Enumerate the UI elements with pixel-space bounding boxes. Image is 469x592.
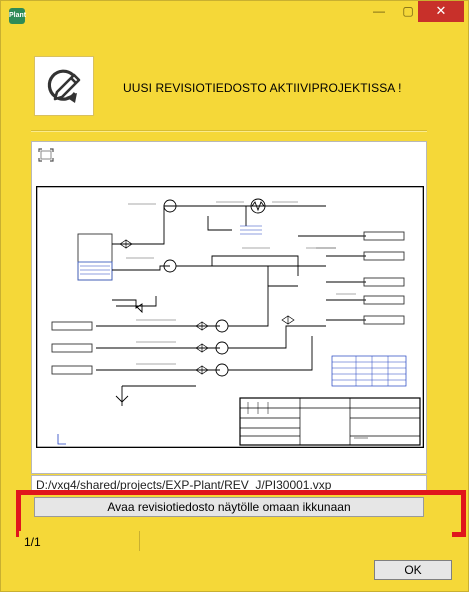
fit-to-window-icon[interactable] <box>38 148 54 162</box>
maximize-button[interactable]: ▢ <box>402 4 414 18</box>
title-bar[interactable]: Plant — ▢ ✕ <box>1 1 468 31</box>
header-divider <box>31 130 427 132</box>
status-bar: 1/1 <box>19 531 452 551</box>
drawing-preview[interactable] <box>31 141 427 474</box>
dialog-title: UUSI REVISIOTIEDOSTO AKTIIVIPROJEKTISSA … <box>123 81 402 95</box>
status-separator <box>139 531 140 551</box>
open-revision-button[interactable]: Avaa revisiotiedosto näytölle omaan ikku… <box>34 497 424 517</box>
app-icon: Plant <box>9 8 26 24</box>
ok-button[interactable]: OK <box>374 560 452 580</box>
minimize-button[interactable]: — <box>373 4 385 18</box>
edit-refresh-icon <box>34 56 94 116</box>
close-button[interactable]: ✕ <box>418 1 464 22</box>
page-counter: 1/1 <box>24 535 41 549</box>
pi-diagram-thumbnail <box>35 185 425 449</box>
